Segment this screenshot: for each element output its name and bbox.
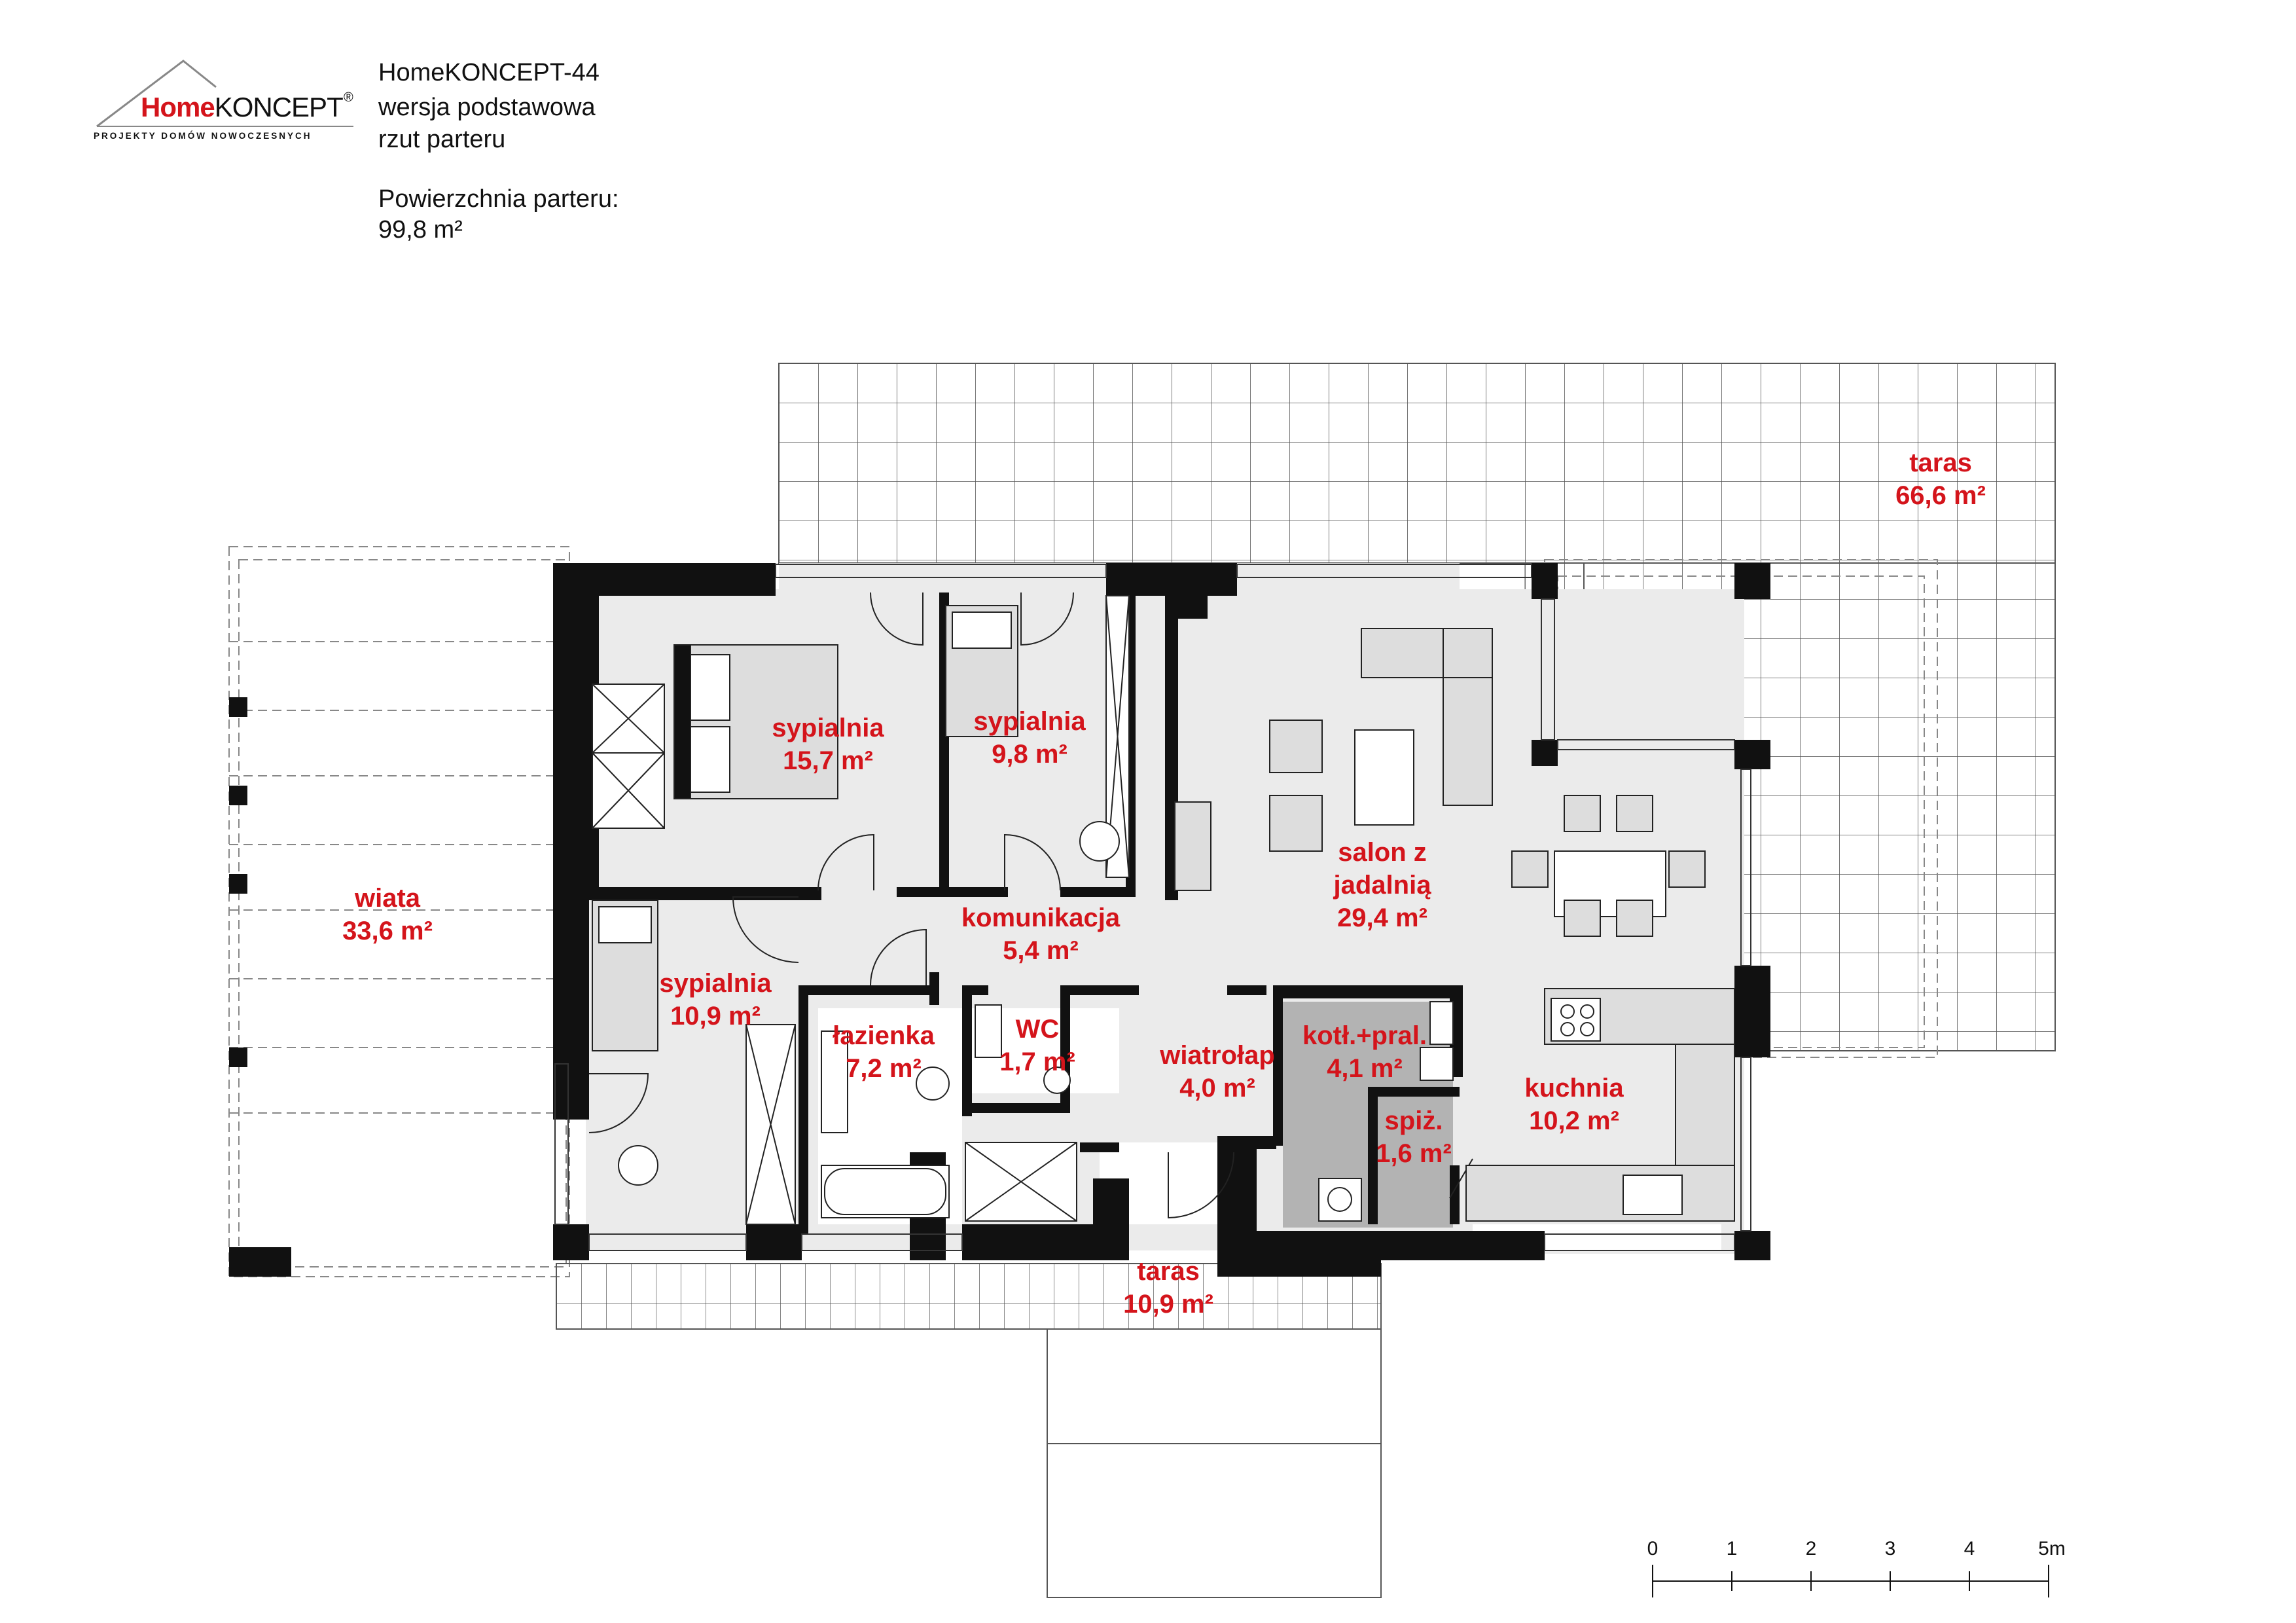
label-wc-area: 1,7 m²: [999, 1048, 1075, 1076]
label-komunikacja-name: komunikacja: [961, 903, 1121, 932]
project-variant: wersja podstawowa: [378, 94, 596, 121]
label-taras-top-name: taras: [1909, 448, 1972, 477]
doors: [588, 592, 1473, 1219]
label-salon-name2: jadalnią: [1333, 871, 1432, 900]
project-view: rzut parteru: [378, 126, 506, 153]
logo-tagline: PROJEKTY DOMÓW NOWOCZESNYCH: [94, 131, 312, 141]
label-salon-name1: salon z: [1338, 838, 1427, 867]
scale-tick-2: 2: [1806, 1538, 1817, 1559]
label-wiata-name: wiata: [354, 884, 421, 913]
label-sypialnia1-name: sypialnia: [772, 714, 884, 742]
furniture: [592, 595, 1735, 1225]
label-sypialnia2-area: 9,8 m²: [992, 740, 1067, 769]
label-sypialnia3-area: 10,9 m²: [670, 1002, 761, 1030]
label-kuchnia-area: 10,2 m²: [1529, 1106, 1619, 1135]
project-title: HomeKONCEPT-44: [378, 59, 600, 86]
label-sypialnia2-name: sypialnia: [973, 707, 1086, 736]
label-wiatrolap-area: 4,0 m²: [1179, 1074, 1255, 1103]
label-wc-name: WC: [1016, 1015, 1060, 1044]
label-salon-area: 29,4 m²: [1337, 903, 1427, 932]
registered-mark: ®: [344, 90, 353, 105]
scale-tick-3: 3: [1885, 1538, 1896, 1559]
area-value: 99,8 m²: [378, 216, 463, 244]
label-spiz-name: spiż.: [1385, 1106, 1443, 1135]
scale-tick-4: 4: [1964, 1538, 1975, 1559]
logo-wordmark: HomeKONCEPT: [141, 92, 344, 122]
logo-roof-icon: [96, 60, 353, 128]
label-komunikacja-area: 5,4 m²: [1003, 936, 1079, 965]
label-taras-bottom-area: 10,9 m²: [1123, 1290, 1213, 1319]
label-sypialnia1-area: 15,7 m²: [783, 746, 873, 775]
label-sypialnia3-name: sypialnia: [659, 969, 772, 998]
scale-tick-5: 5m: [2038, 1538, 2066, 1559]
label-wiata-area: 33,6 m²: [342, 917, 433, 945]
label-kuchnia-name: kuchnia: [1524, 1074, 1624, 1103]
area-label: Powierzchnia parteru:: [378, 185, 619, 213]
windows: [554, 564, 1751, 1251]
label-taras-bottom-name: taras: [1137, 1257, 1200, 1286]
label-lazienka-name: łazienka: [833, 1021, 935, 1050]
scale-tick-1: 1: [1727, 1538, 1738, 1559]
label-lazienka-area: 7,2 m²: [846, 1054, 922, 1083]
label-taras-top-area: 66,6 m²: [1895, 481, 1986, 510]
label-kotl-area: 4,1 m²: [1327, 1054, 1403, 1083]
terrace-bottom: [556, 1263, 1382, 1598]
room-labels: taras 66,6 m² wiata 33,6 m² sypialnia 15…: [342, 448, 1986, 1319]
label-wiatrolap-name: wiatrołap: [1159, 1041, 1275, 1070]
scale-bar: 0 1 2 3 4 5m: [1647, 1538, 2066, 1597]
scale-tick-0: 0: [1647, 1538, 1659, 1559]
label-spiz-area: 1,6 m²: [1376, 1139, 1452, 1168]
label-kotl-name: kotł.+pral.: [1302, 1021, 1427, 1050]
